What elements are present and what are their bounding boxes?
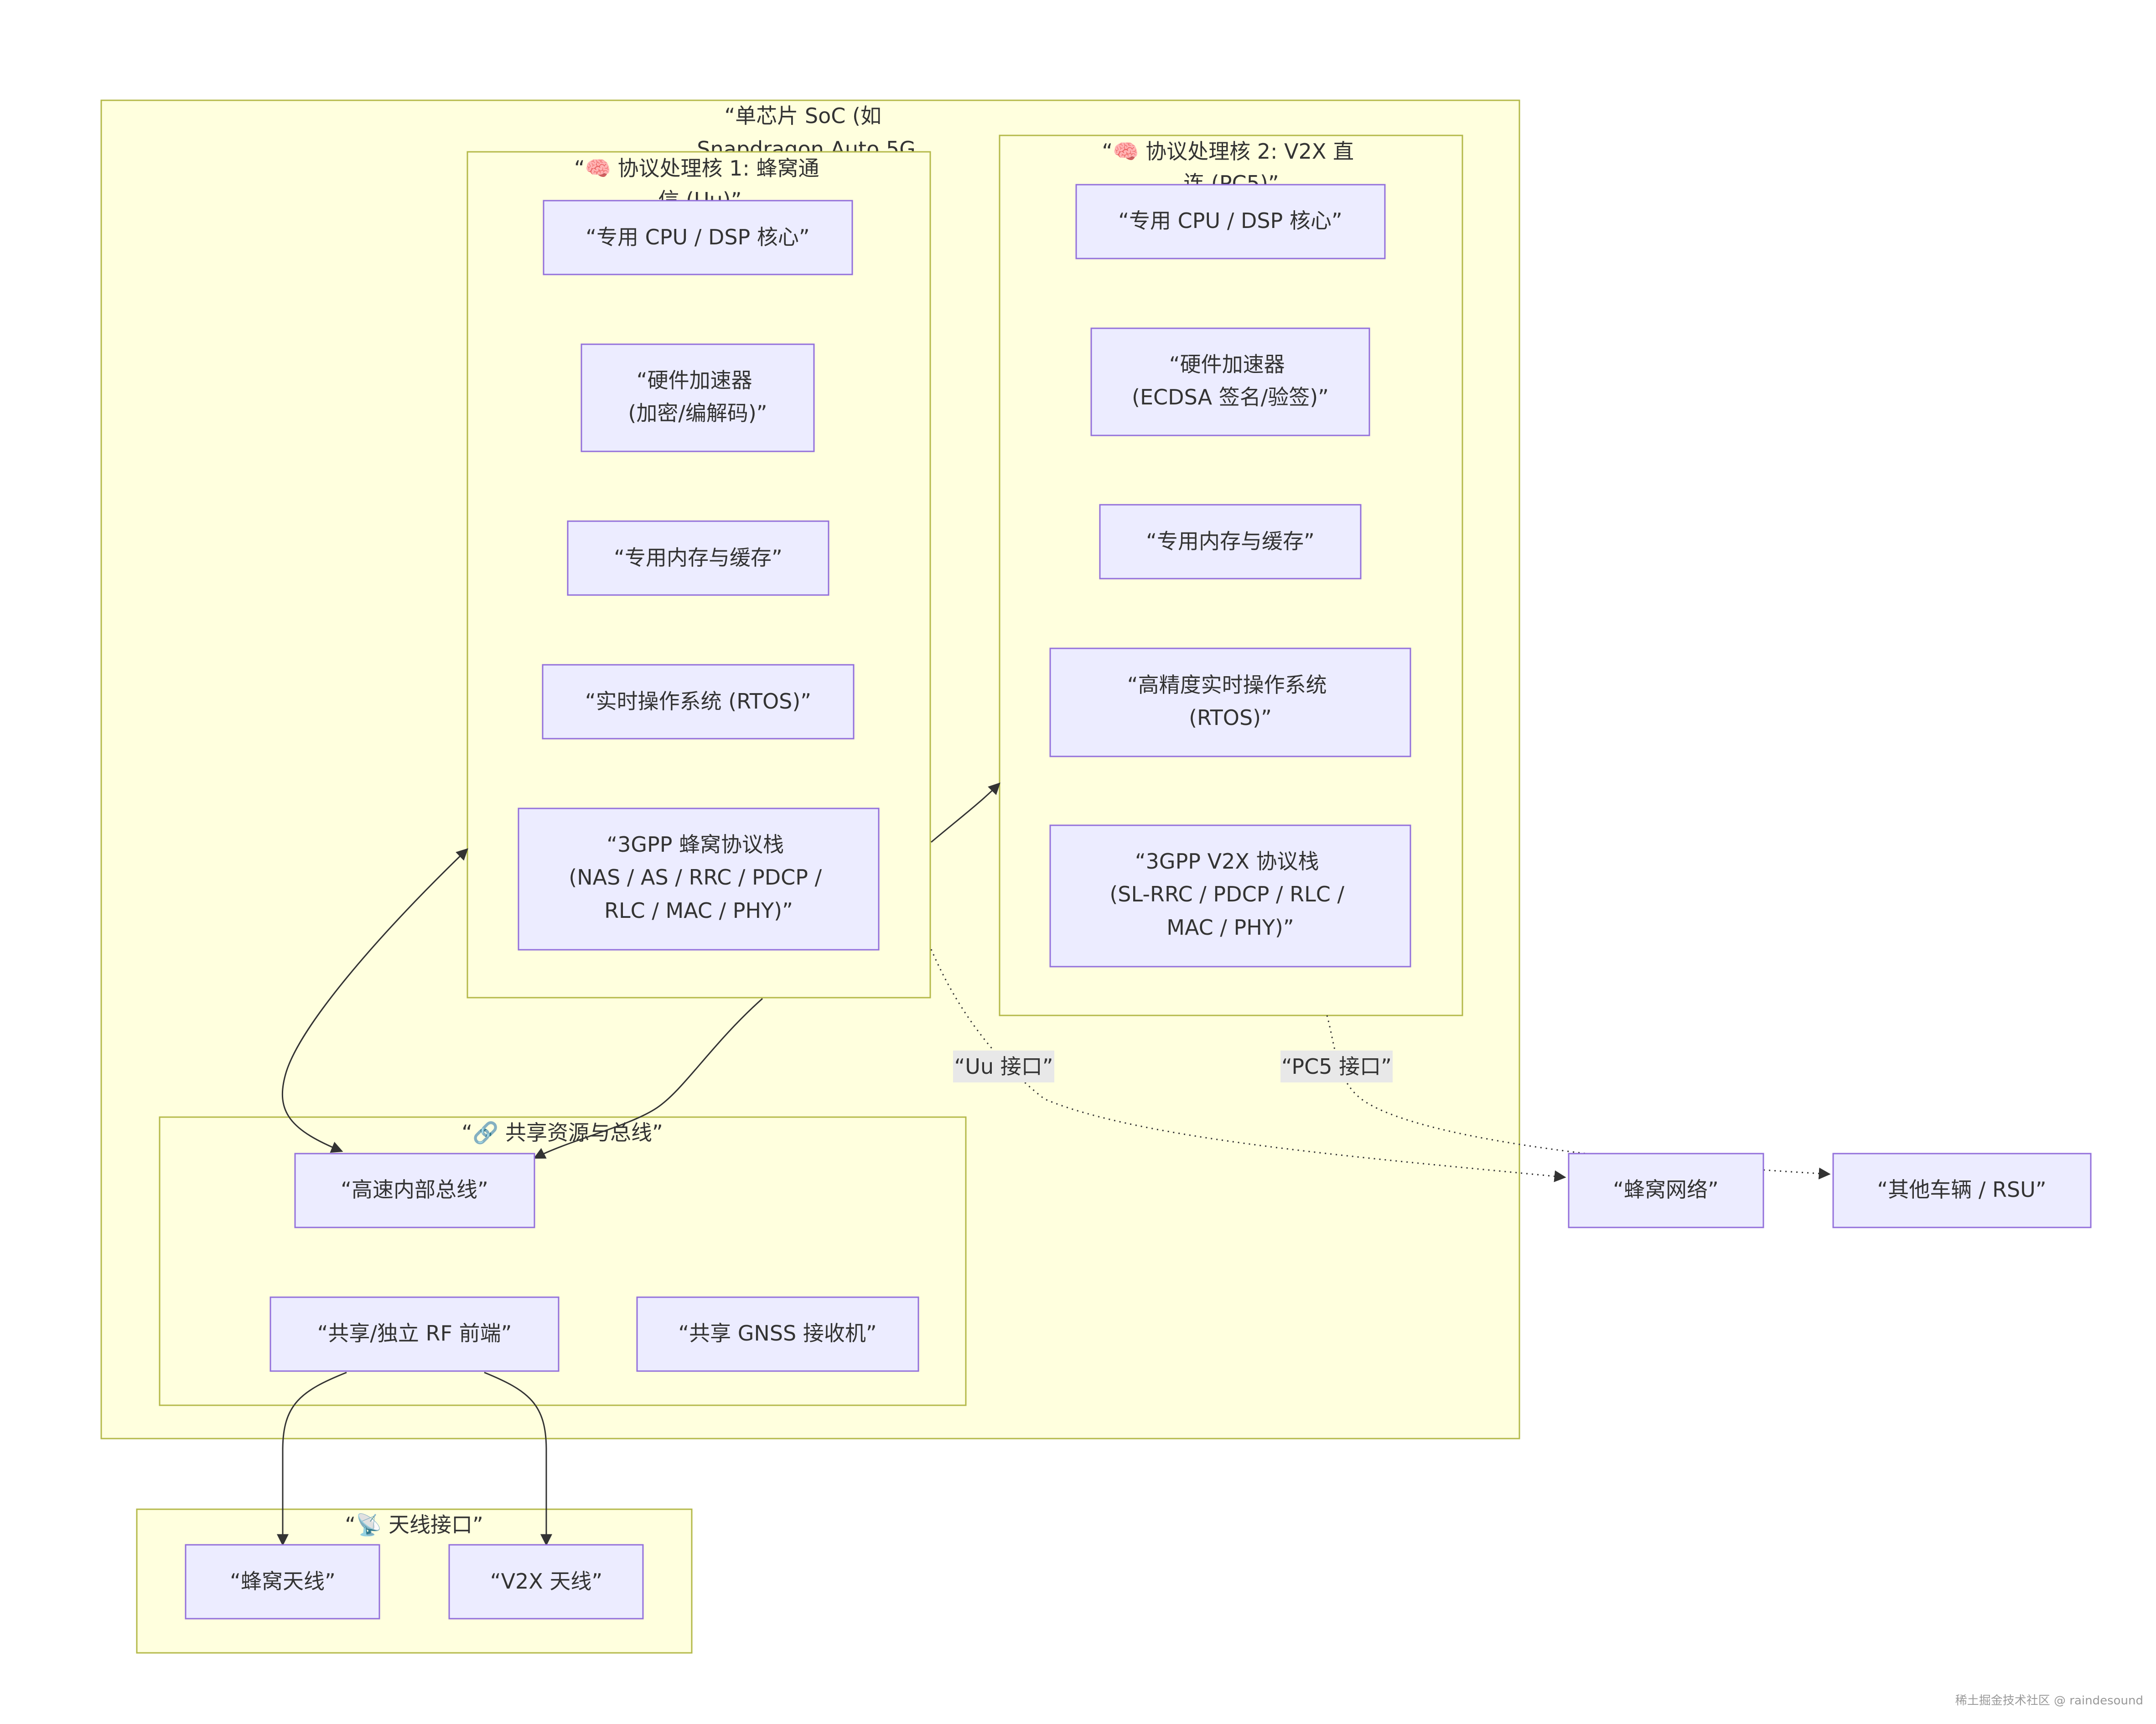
svg-text:“3GPP V2X 协议栈 (SL-RRC /: “3GPP V2X 协议栈 (SL-RRC / PDCP / RLC / MAC… xyxy=(1109,849,1351,940)
node-core1-memory[interactable]: “专用内存与缓存” xyxy=(567,520,829,596)
edge-label-uu: “Uu 接口” xyxy=(953,1051,1054,1082)
edge-bus-core1-bidirectional xyxy=(282,848,468,1153)
svg-text:“实时操作系统 (RTOS)”: “实时操作系统 (RTOS)” xyxy=(585,689,811,714)
edge-core1-to-bus xyxy=(533,998,763,1159)
node-gnss-receiver[interactable]: “共享 GNSS 接收机” xyxy=(636,1296,919,1372)
edge-label-pc5: “PC5 接口” xyxy=(1280,1051,1393,1082)
svg-text:“专用内存与缓存”: “专用内存与缓存” xyxy=(1146,529,1315,554)
edge-uu-to-cell-network xyxy=(930,949,1566,1182)
node-v2x-antenna[interactable]: “V2X 天线” xyxy=(448,1544,644,1620)
node-core2-hw-accelerator[interactable]: “硬件加速器 (ECDSA 签名/验签)” xyxy=(1090,327,1370,436)
svg-text:“3GPP 蜂窝协议栈 (NAS / AS /: “3GPP 蜂窝协议栈 (NAS / AS / RRC / PDCP / RLC… xyxy=(569,832,828,923)
cluster-antenna-title: “📡 天线接口” xyxy=(345,1512,483,1537)
node-core1-protocol-stack[interactable]: “3GPP 蜂窝协议栈 (NAS / AS / RRC / PDCP / RLC… xyxy=(518,808,880,951)
svg-text:“其他车辆 / RSU”: “其他车辆 / RSU” xyxy=(1877,1177,2046,1202)
node-core1-hw-accelerator[interactable]: “硬件加速器 (加密/编解码)” xyxy=(580,343,815,452)
svg-text:“专用 CPU / DSP 核心”: “专用 CPU / DSP 核心” xyxy=(586,225,810,249)
edge-rf-to-cell-antenna xyxy=(277,1372,347,1546)
edge-rf-to-v2x-antenna xyxy=(484,1372,552,1546)
svg-text:“硬件加速器 (ECDSA 签名/验签)”: “硬件加速器 (ECDSA 签名/验签)” xyxy=(1132,352,1329,409)
svg-text:“Uu 接口”: “Uu 接口” xyxy=(954,1054,1053,1079)
svg-text:“蜂窝网络”: “蜂窝网络” xyxy=(1613,1177,1719,1202)
cluster-shared-title: “🔗 共享资源与总线” xyxy=(461,1120,663,1145)
node-core2-cpu[interactable]: “专用 CPU / DSP 核心” xyxy=(1075,184,1386,259)
svg-text:“专用内存与缓存”: “专用内存与缓存” xyxy=(614,545,783,570)
node-cellular-network[interactable]: “蜂窝网络” xyxy=(1568,1153,1764,1228)
node-core2-protocol-stack[interactable]: “3GPP V2X 协议栈 (SL-RRC / PDCP / RLC / MAC… xyxy=(1049,824,1411,968)
node-other-vehicles-rsu[interactable]: “其他车辆 / RSU” xyxy=(1832,1153,2092,1228)
node-cellular-antenna[interactable]: “蜂窝天线” xyxy=(185,1544,380,1620)
node-rf-frontend[interactable]: “共享/独立 RF 前端” xyxy=(270,1296,560,1372)
svg-text:“硬件加速器 (加密/编解码)”: “硬件加速器 (加密/编解码)” xyxy=(628,368,767,425)
svg-text:“蜂窝天线”: “蜂窝天线” xyxy=(230,1569,336,1594)
watermark: 稀土掘金技术社区 @ raindesound xyxy=(1955,1694,2143,1708)
svg-text:“共享/独立 RF 前端”: “共享/独立 RF 前端” xyxy=(317,1321,512,1346)
node-core2-rtos[interactable]: “高精度实时操作系统 (RTOS)” xyxy=(1049,647,1411,757)
node-core1-cpu[interactable]: “专用 CPU / DSP 核心” xyxy=(543,200,853,275)
node-internal-bus[interactable]: “高速内部总线” xyxy=(294,1153,535,1228)
svg-text:“PC5 接口”: “PC5 接口” xyxy=(1281,1054,1392,1079)
svg-text:“共享 GNSS 接收机”: “共享 GNSS 接收机” xyxy=(678,1321,876,1346)
node-core1-rtos[interactable]: “实时操作系统 (RTOS)” xyxy=(542,664,855,740)
svg-text:“高速内部总线”: “高速内部总线” xyxy=(341,1177,488,1202)
svg-text:“专用 CPU / DSP 核心”: “专用 CPU / DSP 核心” xyxy=(1118,208,1342,233)
edge-stack-to-v2x xyxy=(931,782,1000,843)
node-core2-memory[interactable]: “专用内存与缓存” xyxy=(1099,504,1362,580)
svg-text:“高精度实时操作系统 (RTOS)”: “高精度实时操作系统 (RTOS)” xyxy=(1127,673,1333,730)
svg-text:“V2X 天线”: “V2X 天线” xyxy=(490,1569,603,1594)
